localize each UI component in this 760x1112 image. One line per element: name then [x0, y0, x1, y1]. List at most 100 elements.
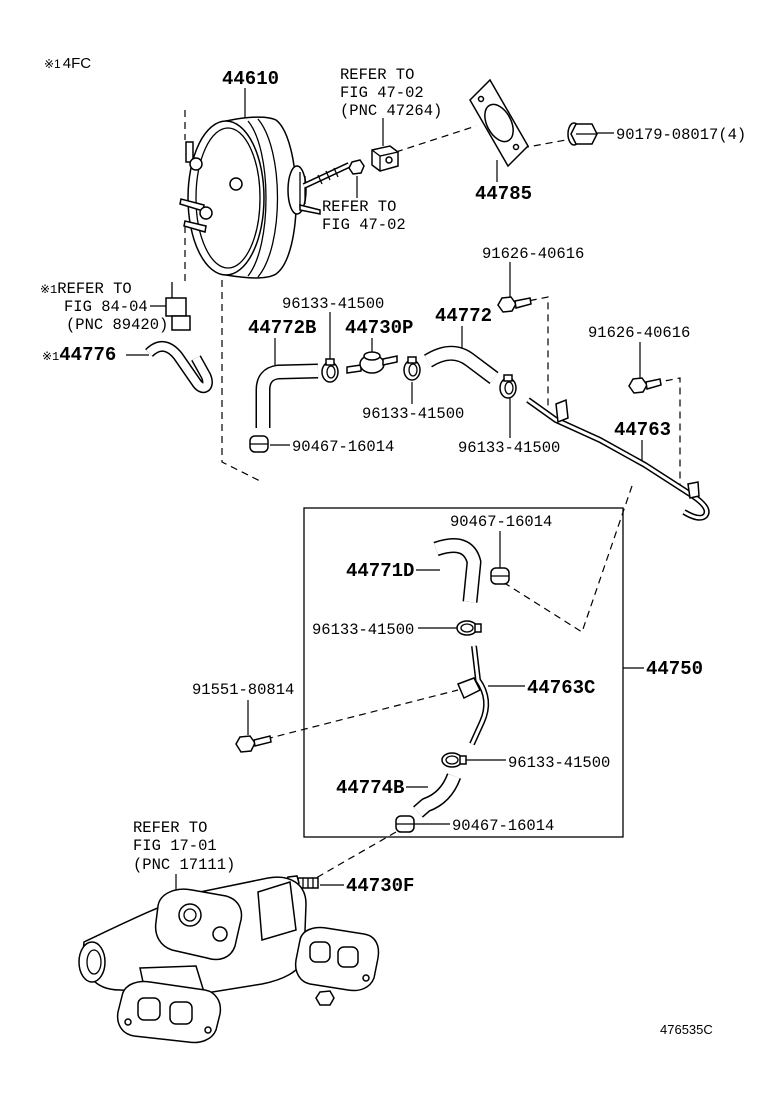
clamp-96133-e — [441, 752, 467, 768]
dash-clamp-fitting — [315, 831, 397, 879]
manifold-bore-inner — [86, 949, 102, 975]
clamp-96133-d-band — [456, 620, 478, 636]
manifold-port-right-2 — [337, 946, 359, 968]
clamp-96133-a — [321, 358, 339, 383]
dash-bolt-upper — [517, 296, 549, 408]
hose-76-part: 44776 — [59, 344, 116, 366]
label-clamp-d: 90467-16014 — [292, 438, 394, 456]
label-box-clamp-2: 96133-41500 — [508, 754, 610, 772]
hose-44771d-body — [434, 539, 480, 603]
label-clamp-c: 96133-41500 — [458, 439, 560, 457]
clamp-96133-c-tab — [503, 374, 513, 382]
booster-pushrod — [303, 163, 350, 188]
hose-44774b — [413, 773, 462, 818]
label-booster-ref-1: REFER TO — [340, 66, 414, 84]
booster-front-rim — [195, 127, 261, 269]
clevis — [371, 145, 399, 172]
pushrod-thread — [317, 167, 339, 185]
label-valve: 44730P — [345, 317, 413, 339]
pipe-44763-bracket — [555, 398, 569, 424]
booster-stud-2 — [183, 220, 207, 233]
label-clevis-ref-2: FIG 47-02 — [322, 216, 406, 234]
clamp-96133-d-inner — [460, 623, 474, 633]
booster-ridge-1 — [247, 120, 267, 277]
gasket — [469, 78, 529, 168]
bolt-right-head — [628, 377, 648, 394]
clamp-96133-a-inner — [326, 365, 336, 379]
label-booster-ref-2: FIG 47-02 — [340, 84, 424, 102]
pipe-44763c-bracket — [457, 677, 482, 700]
manifold-port-left-2 — [169, 1001, 193, 1025]
sensor-ref-mark: ※1 — [40, 283, 57, 297]
label-manifold-ref-1: REFER TO — [133, 819, 207, 837]
sensor-ref-line-1: REFER TO — [57, 280, 131, 298]
pushrod-nut — [348, 159, 365, 175]
hose-44772 — [424, 345, 499, 384]
note-text: 4FC — [63, 55, 92, 72]
clamp-90467-b — [490, 567, 510, 585]
label-clamp-b: 96133-41500 — [362, 405, 464, 423]
hose-44772b-body — [257, 365, 319, 428]
fitting-thread — [302, 878, 314, 888]
label-box-clamp-1: 96133-41500 — [312, 621, 414, 639]
manifold-runner-right — [257, 881, 297, 941]
label-box-clamp-bottom: 90467-16014 — [452, 817, 554, 835]
manifold-bolt-hole-2 — [204, 1026, 212, 1034]
clevis-pin-hole — [385, 156, 393, 164]
manifold-nut — [315, 990, 335, 1006]
label-hose-74b: 44774B — [336, 777, 404, 799]
clamp-96133-d-tab — [474, 623, 482, 633]
label-manifold-ref-2: FIG 17-01 — [133, 837, 217, 855]
valve-nipple-left — [346, 364, 362, 374]
label-nut: 90179-08017(4) — [616, 126, 746, 144]
label-bolt-right: 91626-40616 — [588, 324, 690, 342]
clamp-96133-b-tab — [407, 356, 417, 364]
clamp-96133-c-inner — [504, 381, 514, 395]
clamp-96133-d — [456, 620, 482, 636]
booster-boot — [287, 165, 307, 215]
valve-nipple-right — [382, 355, 398, 366]
leader-lines — [126, 88, 644, 905]
clevis-body — [371, 145, 399, 172]
dash-bolt-right — [653, 377, 681, 488]
bolt-91551 — [235, 735, 272, 753]
manifold-flange-left — [116, 980, 222, 1044]
dash-clevis-gasket — [395, 125, 477, 153]
bolt-upper-shank — [514, 297, 532, 309]
pipe-44763c-body — [470, 645, 488, 745]
bolt-upper-head — [497, 296, 517, 313]
hose-44774b-body — [414, 773, 460, 817]
hose-44776 — [145, 340, 213, 394]
label-bolt-upper: 91626-40616 — [482, 245, 584, 263]
label-box-clamp-top: 90467-16014 — [450, 513, 552, 531]
dash-pipe-box — [505, 485, 633, 633]
bolt-right-shank — [645, 378, 662, 390]
label-booster-ref-3: (PNC 47264) — [340, 102, 442, 120]
hose-44772-body — [424, 347, 498, 383]
manifold-top-port-2 — [212, 926, 228, 942]
label-clevis-ref-1: REFER TO — [322, 198, 396, 216]
label-gasket: 44785 — [475, 183, 532, 205]
label-clamp-a: 96133-41500 — [282, 295, 384, 313]
bolt-upper — [497, 296, 532, 313]
label-manifold-ref-3: (PNC 17111) — [133, 856, 235, 874]
bolt-right — [628, 377, 662, 394]
label-hose-d: 44771D — [346, 560, 414, 582]
hose-44772b — [255, 363, 319, 428]
assembly-lines — [184, 110, 681, 879]
figure-id: 476535C — [660, 1022, 713, 1037]
brake-booster — [179, 116, 351, 279]
manifold-bolt-hole-3 — [362, 974, 370, 982]
booster-ridge-2 — [257, 118, 279, 278]
vacuum-pipe-44763 — [526, 397, 710, 521]
valve-cap — [363, 351, 381, 361]
clamp-90467-c — [395, 815, 415, 833]
label-fitting: 44730F — [346, 875, 414, 897]
label-hose: 44772 — [435, 305, 492, 327]
hose-44771d — [433, 538, 482, 603]
label-pipe: 44763 — [614, 419, 671, 441]
clamp-96133-e-inner — [445, 755, 459, 765]
clamp-96133-e-tab — [459, 755, 467, 765]
gasket-center-hole — [484, 103, 514, 143]
label-bolt-box: 91551-80814 — [192, 681, 294, 699]
